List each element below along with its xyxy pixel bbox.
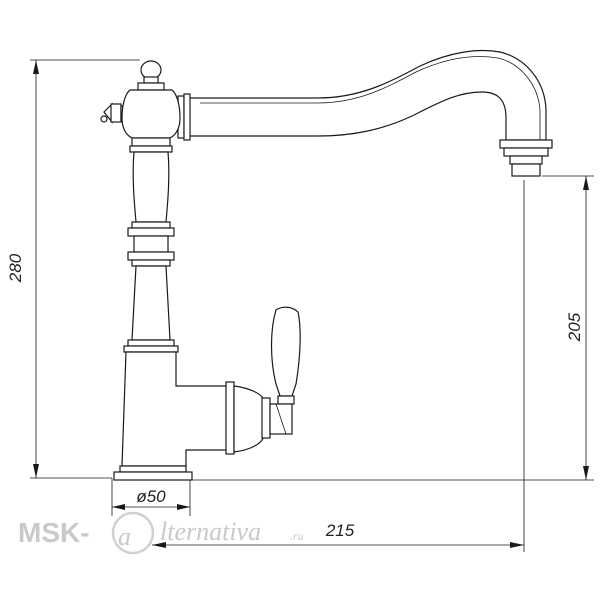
dimension-label-280: 280 bbox=[6, 253, 25, 283]
watermark-suffix: .ru bbox=[290, 529, 304, 543]
faucet-upper-body bbox=[100, 60, 181, 153]
watermark-brand: MSK- bbox=[18, 517, 90, 548]
watermark-script: lternativa bbox=[160, 517, 261, 546]
watermark-at-logo: a bbox=[111, 511, 155, 555]
dimension-label-215: 215 bbox=[325, 521, 355, 540]
svg-text:a: a bbox=[118, 522, 131, 551]
dimension-spout-height: 205 bbox=[190, 175, 594, 481]
dimension-label-50: ø50 bbox=[136, 487, 166, 506]
dimension-height-total: 280 bbox=[6, 59, 140, 479]
dimension-base-diameter: ø50 bbox=[111, 478, 191, 516]
faucet-spout bbox=[177, 49, 553, 177]
watermark: MSK- a lternativa .ru bbox=[18, 511, 304, 555]
faucet-lower-body bbox=[113, 351, 271, 481]
dimension-label-205: 205 bbox=[565, 312, 584, 342]
faucet-lever-handle bbox=[269, 306, 301, 435]
faucet-column bbox=[123, 151, 179, 353]
dimension-spout-reach: 215 bbox=[152, 180, 525, 552]
